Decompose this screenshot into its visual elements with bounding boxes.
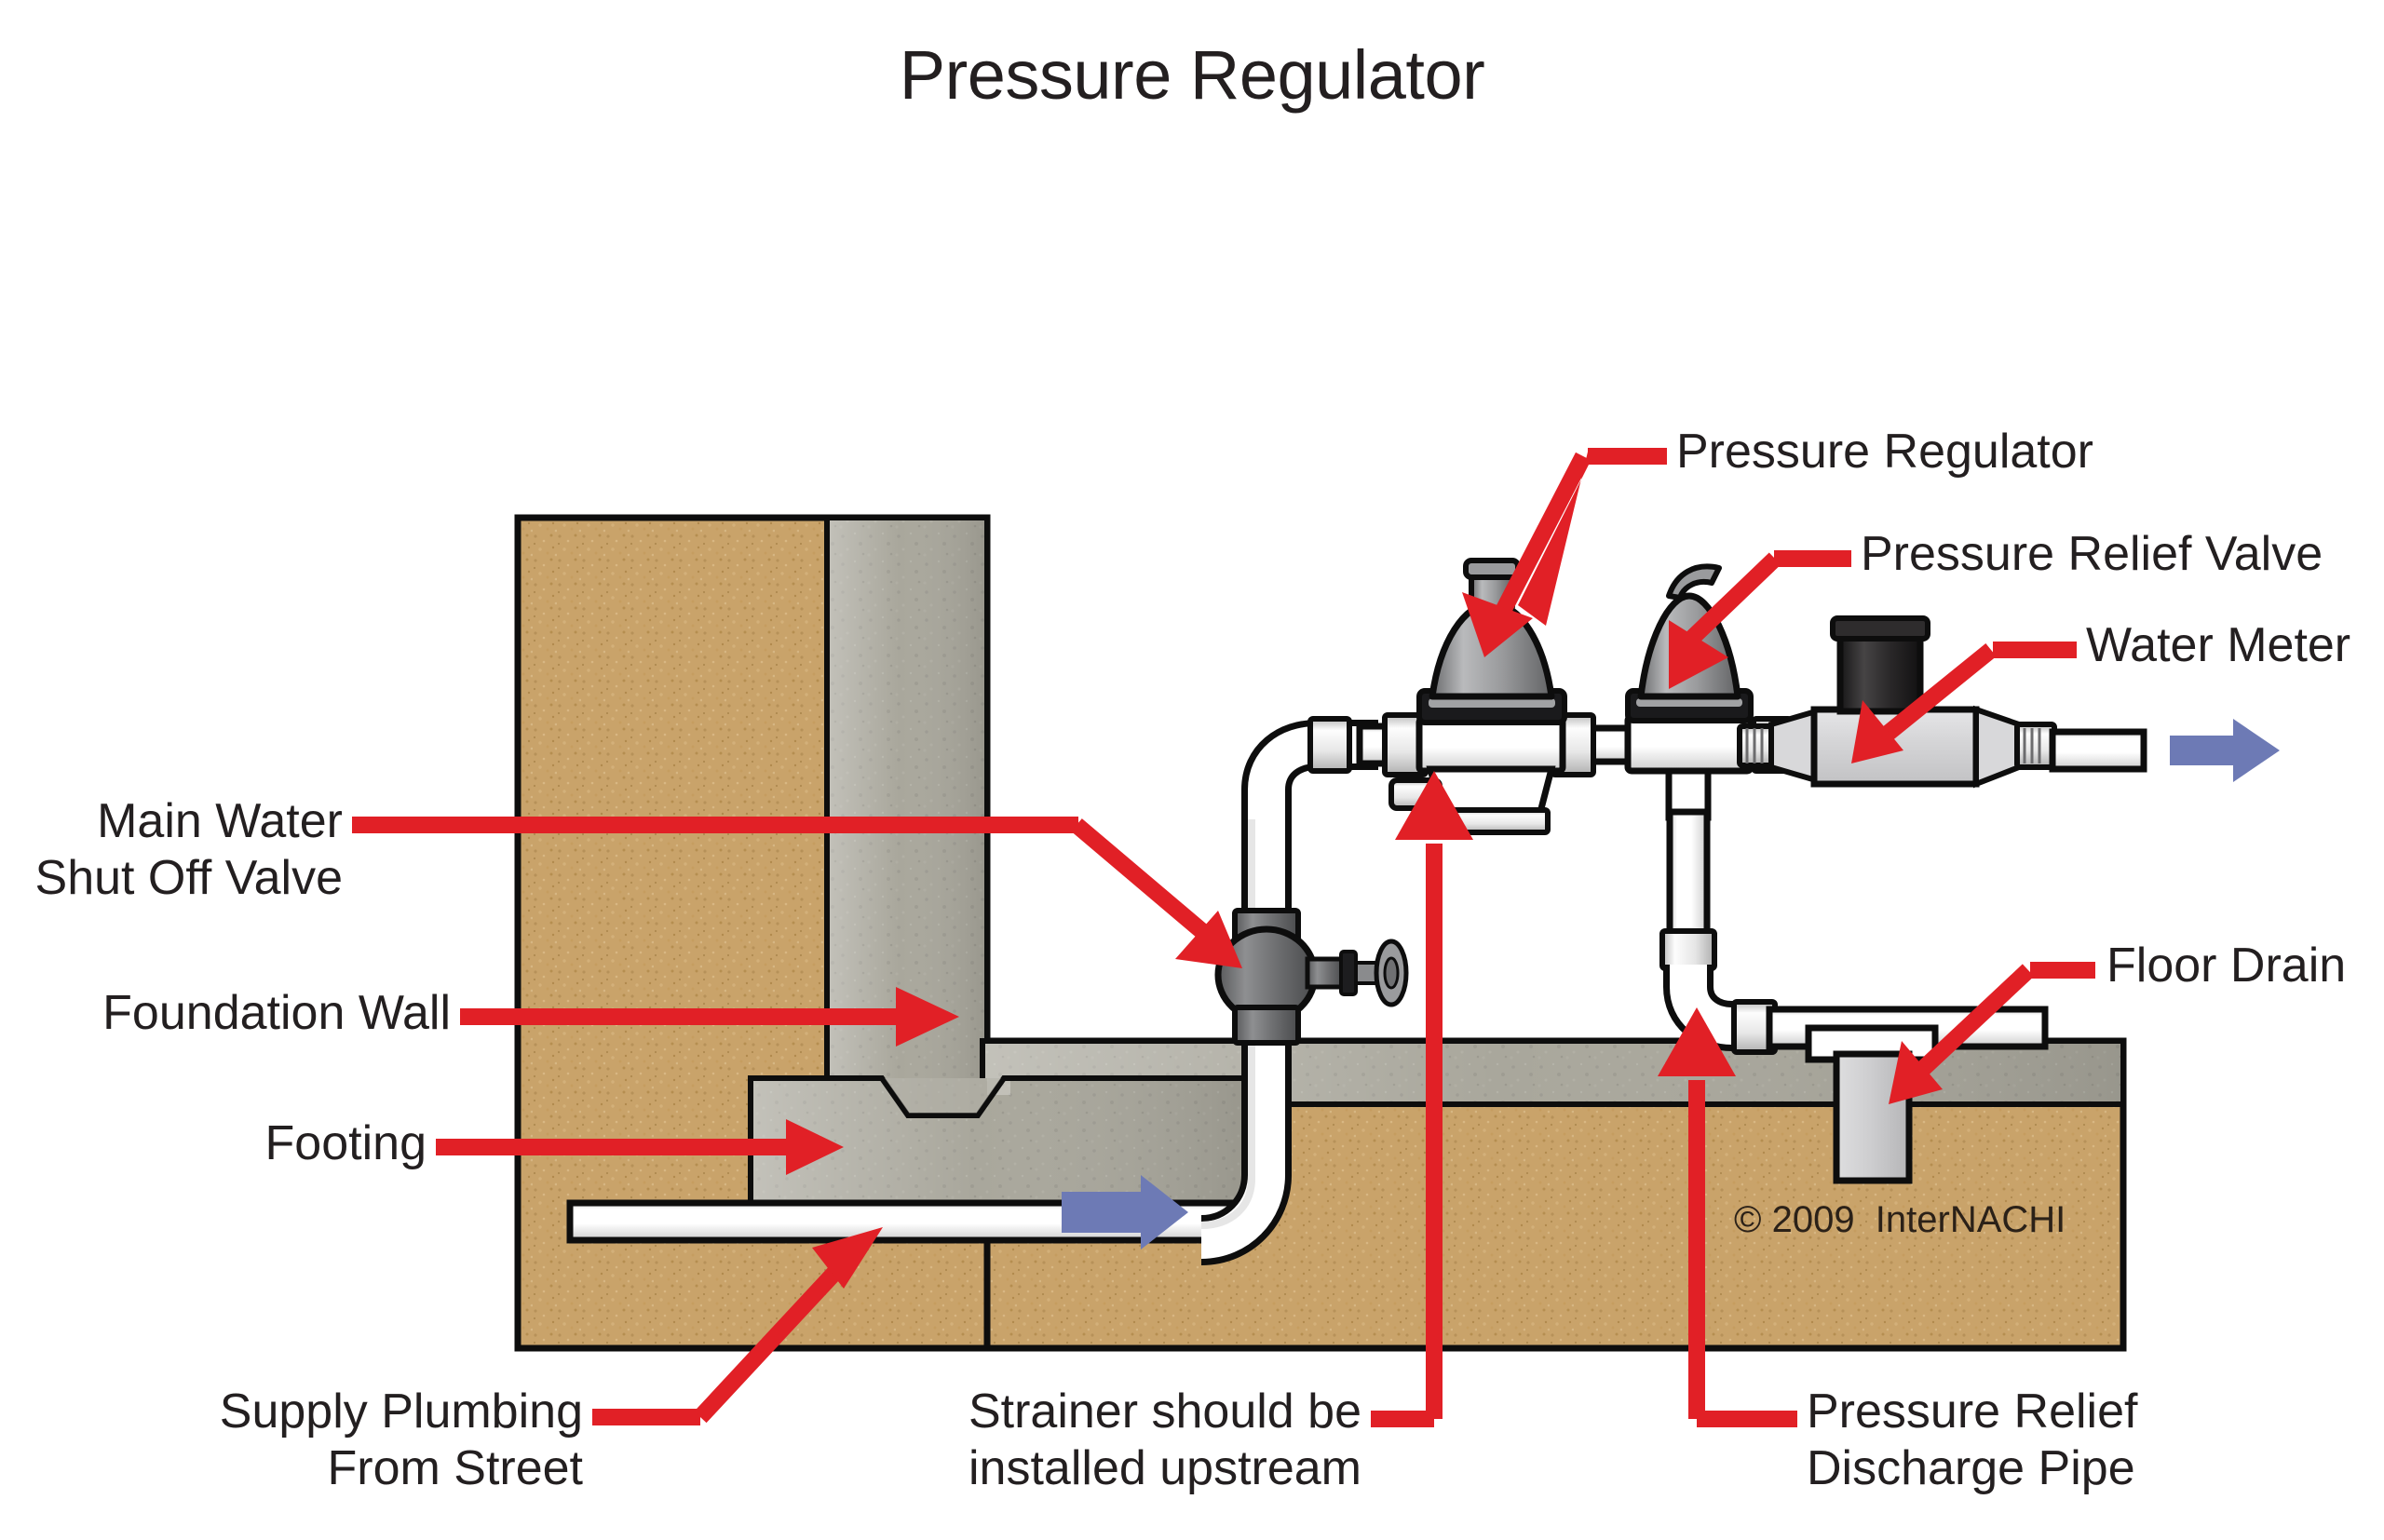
label-pressure-regulator: Pressure Regulator — [1676, 425, 2093, 479]
label-pressure-relief-discharge-pipe: Pressure Relief Discharge Pipe — [1807, 1385, 2138, 1496]
label-water-meter: Water Meter — [2086, 618, 2351, 672]
label-footing: Footing — [264, 1116, 427, 1170]
meter-outlet-coupling — [1973, 705, 2057, 789]
leader-lines — [352, 448, 2095, 1427]
supply-riser-pipe — [1199, 801, 1292, 1265]
label-supply-plumbing-from-street: Supply Plumbing From Street — [219, 1385, 583, 1496]
outlet-flow-arrow — [2170, 719, 2280, 782]
label-strainer-note: Strainer should be installed upstream — [968, 1385, 1361, 1496]
label-pressure-relief-valve: Pressure Relief Valve — [1861, 527, 2323, 581]
water-meter — [1737, 615, 2147, 789]
copyright-notice: © 2009 InterNACHI — [1734, 1199, 2066, 1240]
page-title: Pressure Regulator — [899, 36, 1485, 114]
label-foundation-wall: Foundation Wall — [102, 986, 451, 1040]
label-floor-drain: Floor Drain — [2106, 939, 2347, 993]
main-water-shut-off-valve — [1214, 908, 1409, 1046]
supply-flow-arrow — [1062, 1175, 1188, 1250]
label-main-water-shut-off-valve: Main Water Shut Off Valve — [34, 794, 343, 906]
meter-inlet-coupling — [1737, 708, 1819, 784]
